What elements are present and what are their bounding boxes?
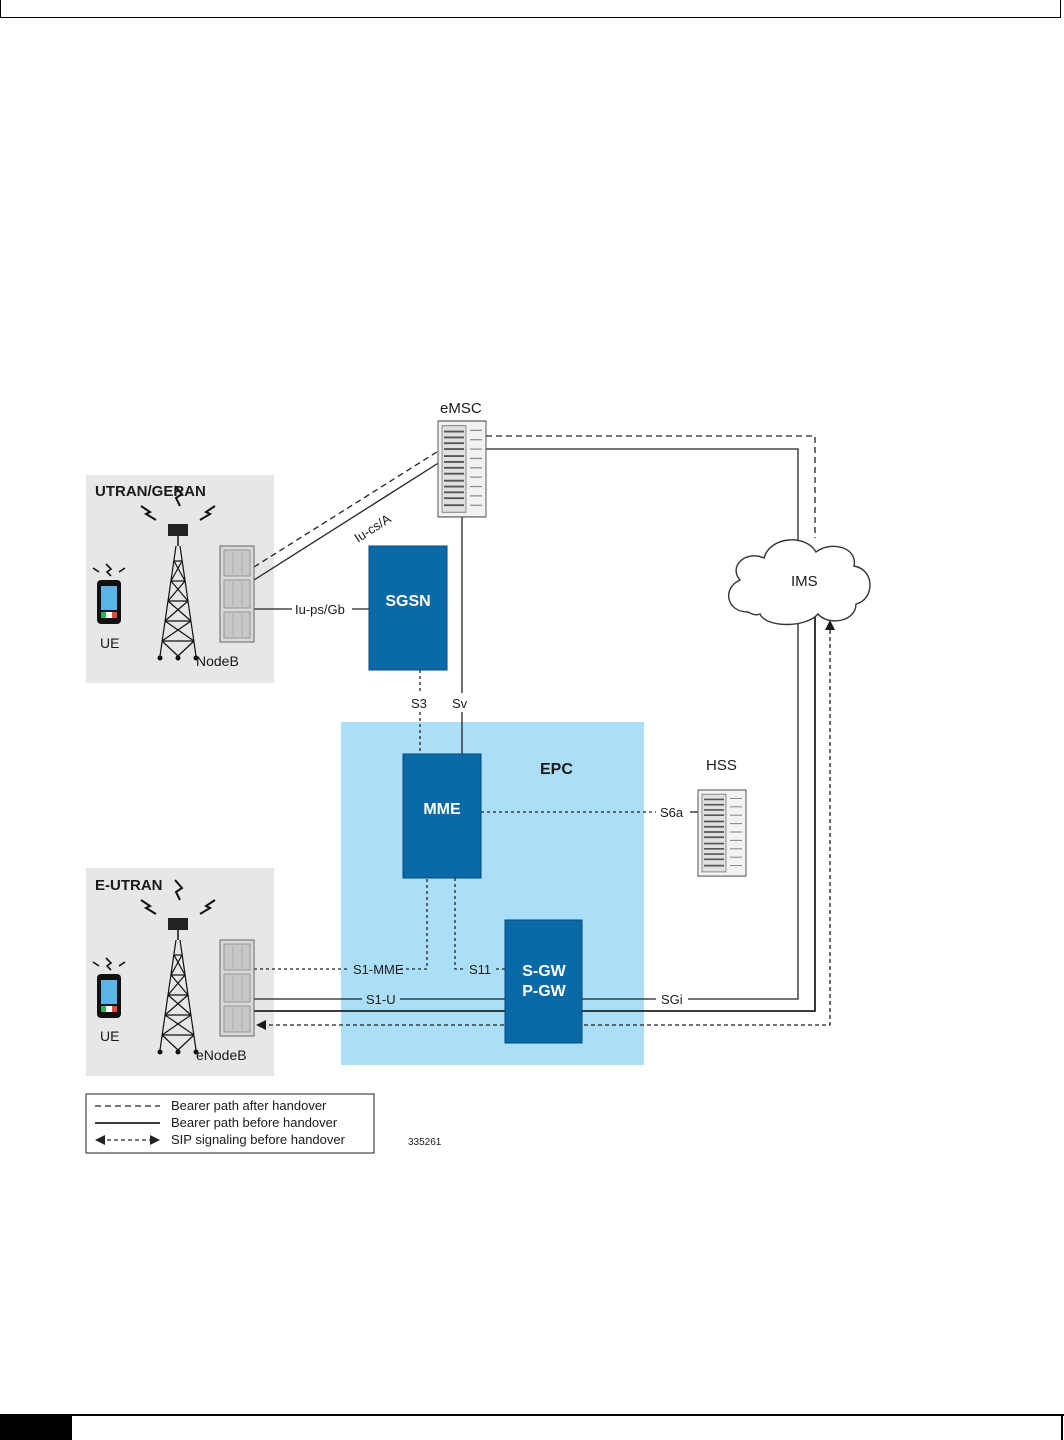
mme-node — [402, 753, 482, 879]
legend-dotted-label: SIP signaling before handover — [171, 1132, 346, 1147]
sgi-line-right — [688, 612, 799, 1000]
sgsn-label: SGSN — [385, 593, 430, 610]
connection-lines — [253, 435, 835, 1030]
ims-cloud-icon — [727, 539, 871, 626]
sgw-label: S-GW — [522, 963, 566, 980]
epc-region — [341, 722, 644, 1065]
footer-page-tab — [0, 1414, 72, 1440]
ue-label-top: UE — [100, 635, 119, 651]
legend-arrow-left-icon — [95, 1135, 105, 1145]
sip-signaling-line — [262, 620, 835, 1026]
legend-arrow-right-icon — [150, 1135, 160, 1145]
nodeb-icon — [219, 545, 255, 643]
s6a-label: S6a — [660, 805, 684, 820]
enodeb-label: eNodeB — [196, 1047, 247, 1063]
sgi-label: SGi — [661, 992, 683, 1007]
legend: Bearer path after handover Bearer path b… — [85, 1093, 375, 1154]
hss-label: HSS — [706, 757, 737, 774]
emsc-ims-dashed-line — [486, 435, 816, 538]
iucs-dashed-line — [253, 449, 441, 568]
s11-label: S11 — [469, 962, 491, 977]
mme-label: MME — [423, 801, 461, 818]
emsc-ims-solid-line — [486, 448, 799, 543]
footer-right-rule — [1061, 1414, 1063, 1440]
ims-label: IMS — [791, 573, 818, 590]
iucs-label: Iu-cs/A — [351, 511, 393, 546]
legend-dashed-label: Bearer path after handover — [171, 1098, 327, 1113]
ue-label-bottom: UE — [100, 1028, 119, 1044]
s1mme-line-right — [400, 878, 428, 970]
sgw-pgw-node — [504, 919, 583, 1044]
s1u-label: S1-U — [366, 992, 396, 1007]
utran-label: UTRAN/GERAN — [95, 483, 206, 500]
epc-label: EPC — [540, 761, 573, 778]
figure-id: 335261 — [408, 1137, 442, 1148]
legend-solid-label: Bearer path before handover — [171, 1115, 338, 1130]
nodeb-label: NodeB — [196, 653, 239, 669]
s11-line — [454, 878, 466, 970]
hss-server-icon — [697, 789, 747, 877]
sgsn-node — [368, 545, 448, 671]
sv-label: Sv — [452, 696, 468, 711]
iucs-solid-line — [253, 461, 441, 581]
bearer-before-line — [254, 612, 816, 1012]
pgw-label: P-GW — [522, 983, 566, 1000]
emsc-label: eMSC — [440, 400, 482, 417]
iups-label: Iu-ps/Gb — [295, 602, 345, 617]
s1mme-label: S1-MME — [353, 962, 404, 977]
enodeb-icon — [219, 939, 255, 1037]
footer-rule — [0, 1414, 1064, 1416]
s3-label: S3 — [411, 696, 427, 711]
eutran-label: E-UTRAN — [95, 877, 163, 894]
header-rule — [0, 0, 1061, 18]
emsc-server-icon — [437, 420, 487, 518]
